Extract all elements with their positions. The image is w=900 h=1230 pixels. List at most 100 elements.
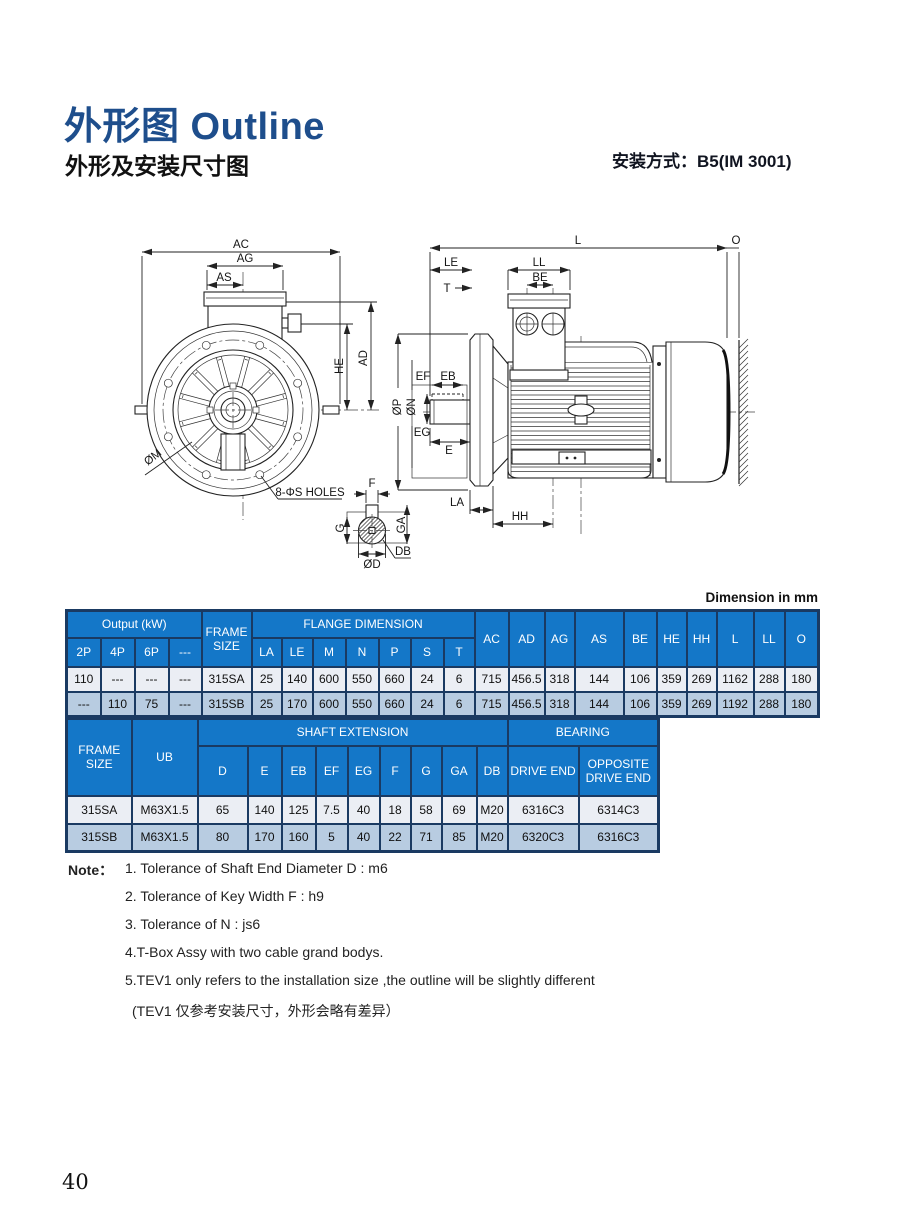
dim-label-ac: AC xyxy=(233,239,249,251)
header-hh: HH xyxy=(685,609,718,668)
header-l: L xyxy=(715,609,755,668)
cell: 110 xyxy=(65,665,102,693)
cell: 715 xyxy=(473,665,510,693)
cell: 315SB xyxy=(65,822,133,853)
header-ub: UB xyxy=(130,717,199,797)
cell: 288 xyxy=(752,665,786,693)
header-flange-dimension: FLANGE DIMENSION xyxy=(250,609,476,639)
cell: --- xyxy=(167,690,203,718)
note-item-2: 2. Tolerance of Key Width F : h9 xyxy=(125,888,324,904)
header-o: O xyxy=(783,609,820,668)
shaft-bearing-table: FRAME SIZE UB SHAFT EXTENSION BEARING D … xyxy=(65,717,661,853)
cell: 6 xyxy=(442,665,476,693)
cell: 318 xyxy=(543,690,576,718)
shaft-section-detail: F G GA ØD DB xyxy=(335,478,411,571)
cell: 140 xyxy=(246,794,283,825)
header-f: F xyxy=(378,744,412,797)
cell: 288 xyxy=(752,690,786,718)
cell: 660 xyxy=(377,665,412,693)
cell: 6316C3 xyxy=(577,822,660,853)
page-number: 40 xyxy=(62,1170,89,1194)
dim-label-he: HE xyxy=(334,358,346,374)
note-item-5-cn: (TEV1 仅参考安装尺寸，外形会略有差异） xyxy=(132,1003,400,1019)
dim-label-la: LA xyxy=(450,497,464,509)
cell: M20 xyxy=(475,794,509,825)
header-output: Output (kW) xyxy=(65,609,203,639)
cell: 180 xyxy=(783,690,820,718)
cell: 6 xyxy=(442,690,476,718)
cell: 170 xyxy=(280,690,314,718)
cell: 65 xyxy=(196,794,249,825)
dim-label-hh: HH xyxy=(512,511,529,523)
dim-label-eg: EG xyxy=(414,427,431,439)
cell: 269 xyxy=(685,690,718,718)
cell: 550 xyxy=(344,665,380,693)
note-item-4: 4.T-Box Assy with two cable grand bodys. xyxy=(125,944,384,960)
header-frame-size: FRAME SIZE xyxy=(65,717,133,797)
dim-label-o: O xyxy=(732,235,741,247)
dim-label-g: G xyxy=(335,523,347,532)
table-row: 315SB M63X1.5 80 170 160 5 40 22 71 85 M… xyxy=(65,822,660,853)
header-g: G xyxy=(409,744,443,797)
header-he: HE xyxy=(655,609,688,668)
header-bearing: BEARING xyxy=(506,717,660,747)
header-ad: AD xyxy=(507,609,546,668)
cell: 315SB xyxy=(200,690,253,718)
dimension-unit-note: Dimension in mm xyxy=(705,590,818,605)
header-shaft-extension: SHAFT EXTENSION xyxy=(196,717,509,747)
cell: 315SA xyxy=(65,794,133,825)
outline-drawing: AC AG AS HE AD ØM 8-ΦS HOLES xyxy=(134,235,755,571)
cell: 5 xyxy=(314,822,349,853)
cell: 456.5 xyxy=(507,665,546,693)
cell: 24 xyxy=(409,690,445,718)
cell: M63X1.5 xyxy=(130,794,199,825)
header-la: LA xyxy=(250,636,283,668)
side-view: L O LE T LL BE ØP ØN EF EB xyxy=(390,235,755,534)
cell: 660 xyxy=(377,690,412,718)
header-dash: --- xyxy=(167,636,203,668)
dim-label-f: F xyxy=(368,478,375,490)
cell: 318 xyxy=(543,665,576,693)
cell: M63X1.5 xyxy=(130,822,199,853)
header-ll: LL xyxy=(752,609,786,668)
dim-label-ad: AD xyxy=(358,350,370,366)
flange-dimension-table: Output (kW) FRAME SIZE FLANGE DIMENSION … xyxy=(65,609,821,718)
cell: 550 xyxy=(344,690,380,718)
cell: 6316C3 xyxy=(506,794,580,825)
cell: 106 xyxy=(622,690,658,718)
cell: 160 xyxy=(280,822,317,853)
dim-label-db: DB xyxy=(395,546,411,558)
cell: 600 xyxy=(311,690,347,718)
header-be: BE xyxy=(622,609,658,668)
cell: 359 xyxy=(655,665,688,693)
header-opposite-drive-end: OPPOSITE DRIVE END xyxy=(577,744,660,797)
cell: 456.5 xyxy=(507,690,546,718)
dim-label-ef: EF xyxy=(416,371,431,383)
cell: 715 xyxy=(473,690,510,718)
header-ac: AC xyxy=(473,609,510,668)
note-item-1: 1. Tolerance of Shaft End Diameter D : m… xyxy=(125,860,388,876)
dim-label-eb: EB xyxy=(440,371,456,383)
dim-label-l: L xyxy=(575,235,582,247)
dim-label-le: LE xyxy=(444,257,458,269)
cell: M20 xyxy=(475,822,509,853)
header-4p: 4P xyxy=(99,636,136,668)
cell: 600 xyxy=(311,665,347,693)
cell: 125 xyxy=(280,794,317,825)
cell: --- xyxy=(167,665,203,693)
header-s: S xyxy=(409,636,445,668)
header-as: AS xyxy=(573,609,625,668)
header-2p: 2P xyxy=(65,636,102,668)
dim-label-be: BE xyxy=(532,272,548,284)
table-row: 110 --- --- --- 315SA 25 140 600 550 660… xyxy=(65,665,820,693)
cell: 6320C3 xyxy=(506,822,580,853)
table-row: 315SA M63X1.5 65 140 125 7.5 40 18 58 69… xyxy=(65,794,660,825)
cell: 40 xyxy=(346,794,381,825)
cell: 25 xyxy=(250,690,283,718)
header-p: P xyxy=(377,636,412,668)
cell: 24 xyxy=(409,665,445,693)
cell: 80 xyxy=(196,822,249,853)
header-eb: EB xyxy=(280,744,317,797)
dim-label-e: E xyxy=(445,445,453,457)
